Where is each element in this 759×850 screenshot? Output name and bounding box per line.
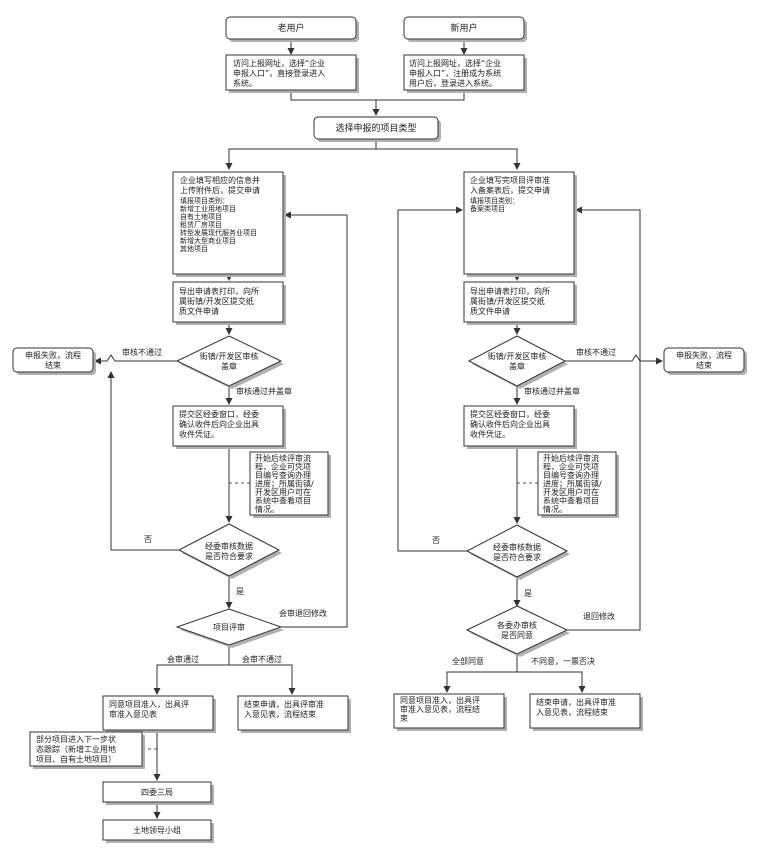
right-fail-box — [663, 347, 745, 373]
edge-right-review-fail — [565, 354, 663, 365]
left-review-text: 街镇/开发区审核盖章 — [200, 351, 259, 371]
edge-right-check-no — [397, 206, 467, 552]
left-submit-box — [172, 405, 284, 447]
left-print-box — [172, 281, 284, 323]
label-review-not-pass: 会审不通过 — [242, 654, 282, 664]
right-agree-result-text: 同意项目准入，出具评审准入意见表，流程结束 — [400, 695, 480, 723]
four-three-bureau-text: 四委三局 — [141, 787, 173, 797]
left-print-text: 导出申请表打印，向所属街镇/开发区提交纸质文件申请 — [179, 286, 259, 316]
left-reject-result-box — [237, 695, 349, 731]
nodes — [12, 16, 747, 843]
edge-select-right — [376, 148, 521, 170]
new-user-access-text: 访问上报网址，选择“企业申报入口”，注册成为系统用户后，登录进入系统。 — [409, 58, 501, 88]
left-project-review-text: 项目评审 — [213, 622, 245, 632]
left-note-box — [249, 451, 329, 516]
label-left-return: 会审退回修改 — [279, 608, 327, 618]
right-categories-text: 填报项目类别：备案类项目 — [470, 196, 519, 213]
left-project-review-diamond — [175, 608, 283, 646]
left-fail-box — [12, 347, 94, 373]
right-review-text: 街镇/开发区审核盖章 — [488, 351, 547, 371]
new-user-label: 新用户 — [450, 22, 477, 34]
tracking-note-box — [29, 731, 143, 767]
edge-left-notpass — [229, 664, 296, 695]
edge-old-access-merge — [290, 90, 376, 101]
tracking-note-text: 部分项目进入下一步状态跟踪（新增工业用地项目、自有土地项目） — [36, 734, 116, 764]
land-group-box — [102, 819, 212, 841]
label-disagree-veto: 不同意，一票否决 — [531, 656, 595, 666]
right-data-check-diamond — [465, 524, 569, 578]
label-right-review-fail: 审核不通过 — [576, 347, 616, 357]
left-categories-text: 填报项目类别：新增工业用地项目自有土地项目租赁厂房项目转型发展现代服务业项目新增… — [180, 196, 257, 253]
left-fill-text: 企业填写相应的信息并上传附件后，提交申请 — [180, 175, 260, 195]
right-submit-box — [463, 405, 575, 447]
label-right-yes: 是 — [524, 589, 532, 598]
right-fill-box — [463, 171, 575, 275]
right-data-check-text: 经委审核数据是否符合要求 — [493, 542, 541, 562]
label-left-yes: 是 — [236, 587, 244, 596]
select-type-box — [313, 116, 439, 140]
old-user-box — [225, 16, 357, 40]
left-submit-text: 提交区经委窗口，经委确认收件后向企业出具收件凭证。 — [179, 409, 259, 439]
right-reject-result-box — [529, 693, 641, 729]
label-left-no: 否 — [144, 535, 152, 544]
right-fill-text: 企业填写完项目评审准入备案表后，提交申请 — [470, 175, 550, 195]
four-three-bureau-box — [102, 781, 212, 803]
edge-left-review-return — [281, 211, 348, 628]
label-all-agree: 全部同意 — [452, 656, 484, 666]
right-bureau-review-diamond — [465, 605, 569, 655]
edge-left-review-fail — [94, 354, 177, 365]
right-note-text: 开始后续评审流程，企业可凭项目编号查询办理进度；所属街镇/开发区用户可在系统中查… — [543, 453, 602, 514]
edge-left-check-no — [107, 371, 179, 551]
land-group-text: 土地领导小组 — [133, 825, 181, 835]
edge-new-access-merge — [376, 90, 465, 101]
edge-right-agree — [443, 671, 517, 693]
left-pass-result-box — [102, 695, 214, 731]
left-data-check-text: 经委审核数据是否符合要求 — [205, 541, 253, 561]
label-right-return: 退回修改 — [583, 611, 615, 621]
left-reject-result-text: 结束申请，出具评审准入意见表，流程结束 — [244, 699, 324, 719]
select-type-label: 选择申报的项目类型 — [335, 122, 416, 134]
label-left-review-fail: 审核不通过 — [122, 347, 162, 357]
label-review-pass: 会审通过 — [167, 654, 199, 664]
label-right-review-pass: 审核通过并盖章 — [524, 386, 580, 396]
old-user-access-text: 访问上报网址，选择“企业申报入口”，直接登录进入系统。 — [233, 58, 325, 88]
right-bureau-review-text: 各委办审核是否同意 — [497, 620, 537, 640]
label-right-no: 否 — [432, 536, 440, 545]
right-print-text: 导出申请表打印，向所属街镇/开发区提交纸质文件申请 — [470, 286, 550, 316]
right-agree-result-box — [393, 693, 505, 729]
left-pass-result-text: 同意项目准入，出具评审准入意见表 — [109, 699, 189, 719]
right-review-diamond — [467, 335, 567, 387]
edge-select-left — [225, 139, 377, 170]
edge-right-review-return — [567, 206, 641, 631]
right-reject-result-text: 结束申请，出具评审准入意见表，流程结束 — [536, 697, 616, 717]
right-note-box — [537, 451, 617, 516]
left-fill-box — [172, 171, 284, 275]
left-data-check-diamond — [177, 523, 281, 577]
left-fail-text: 申报失败，流程结束 — [25, 350, 81, 370]
right-submit-text: 提交区经委窗口，经委确认收件后向企业出具收件凭证。 — [470, 409, 550, 439]
old-user-label: 老用户 — [277, 22, 304, 34]
label-left-review-pass: 审核通过并盖章 — [236, 386, 292, 396]
connectors — [94, 39, 663, 819]
right-print-box — [463, 281, 575, 323]
left-review-diamond — [175, 335, 283, 387]
left-note-text: 开始后续评审流程，企业可凭项目编号查询办理进度；所属街镇/开发区用户可在系统中查… — [255, 453, 314, 514]
old-user-access-box — [225, 54, 357, 91]
new-user-box — [403, 16, 525, 40]
new-user-access-box — [403, 54, 525, 91]
right-fail-text: 申报失败，流程结束 — [676, 350, 732, 370]
edge-right-disagree — [517, 671, 586, 693]
edge-left-pass — [153, 664, 229, 695]
